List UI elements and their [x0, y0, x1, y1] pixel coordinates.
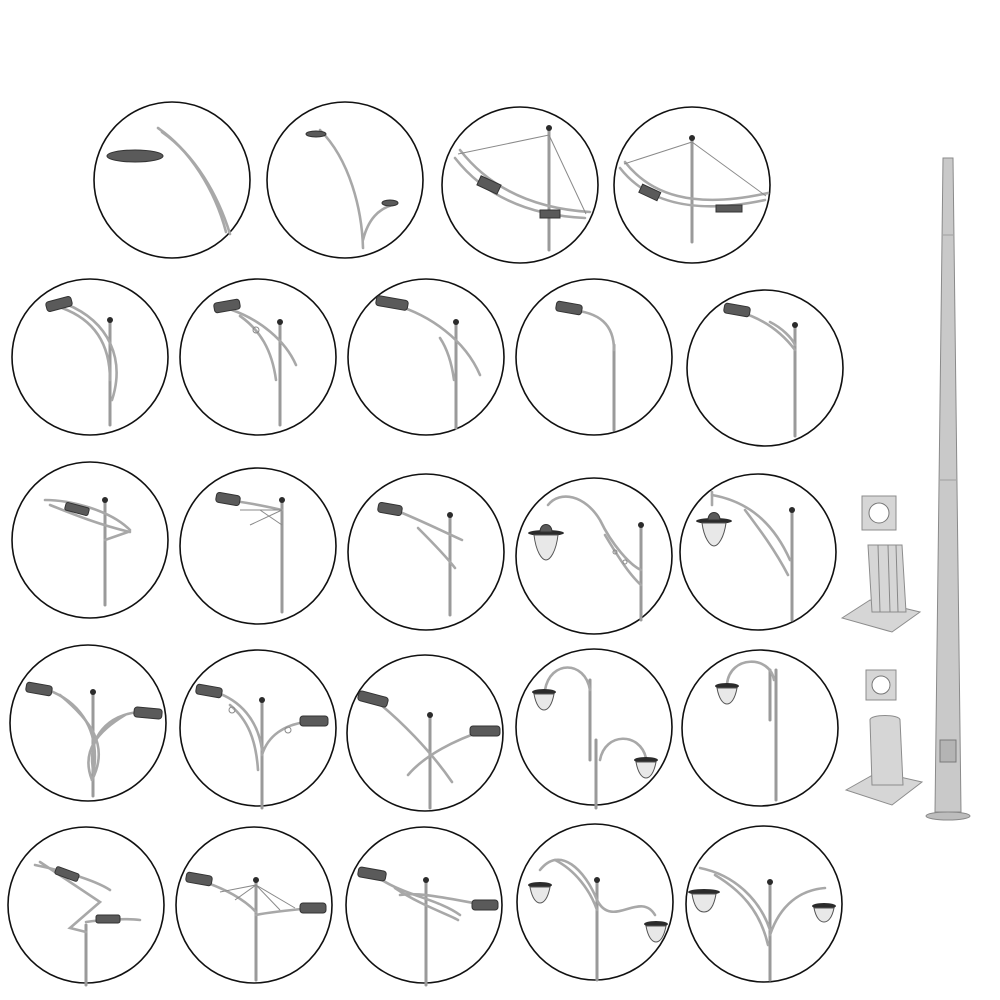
luminaire-single-hook-lantern[interactable] — [681, 649, 839, 807]
luminaire-arched-double[interactable] — [345, 826, 503, 987]
luminaire-cable-stay-arc-2[interactable] — [613, 106, 771, 264]
luminaire-cable-stay-arc-1[interactable] — [441, 106, 599, 264]
luminaire-shepherd-hook[interactable] — [515, 278, 673, 436]
accessory-round-base-plate[interactable] — [844, 669, 924, 806]
luminaire-curve-single-bracket[interactable] — [179, 278, 337, 436]
tall-conical-pole[interactable] — [925, 157, 971, 821]
luminaire-double-bracket[interactable] — [179, 649, 337, 810]
luminaire-curve-single-a[interactable] — [11, 278, 169, 436]
luminaire-wire-braced-double[interactable] — [175, 826, 333, 984]
luminaire-decorative-double-wave[interactable] — [516, 823, 674, 982]
luminaire-decorative-lantern-scroll[interactable] — [515, 477, 673, 635]
luminaire-wire-braced-single[interactable] — [179, 467, 337, 625]
luminaire-double-cross[interactable] — [346, 654, 504, 812]
luminaire-sail-frame-single[interactable] — [11, 461, 169, 619]
luminaire-double-hook-lantern[interactable] — [515, 648, 673, 810]
luminaire-sail-frame-double[interactable] — [7, 826, 165, 987]
luminaire-long-arm-single[interactable] — [347, 278, 505, 436]
luminaire-decorative-double-arch[interactable] — [685, 825, 843, 983]
luminaire-braced-single[interactable] — [686, 289, 844, 447]
luminaire-swoop-single-detail[interactable] — [93, 101, 251, 259]
luminaire-double-loop[interactable] — [9, 644, 167, 802]
luminaire-cross-arm-single[interactable] — [347, 473, 505, 631]
accessory-octagonal-base-plate[interactable] — [840, 495, 922, 633]
luminaire-twig-double-detail[interactable] — [266, 101, 424, 259]
luminaire-decorative-lantern-arm[interactable] — [679, 473, 837, 631]
